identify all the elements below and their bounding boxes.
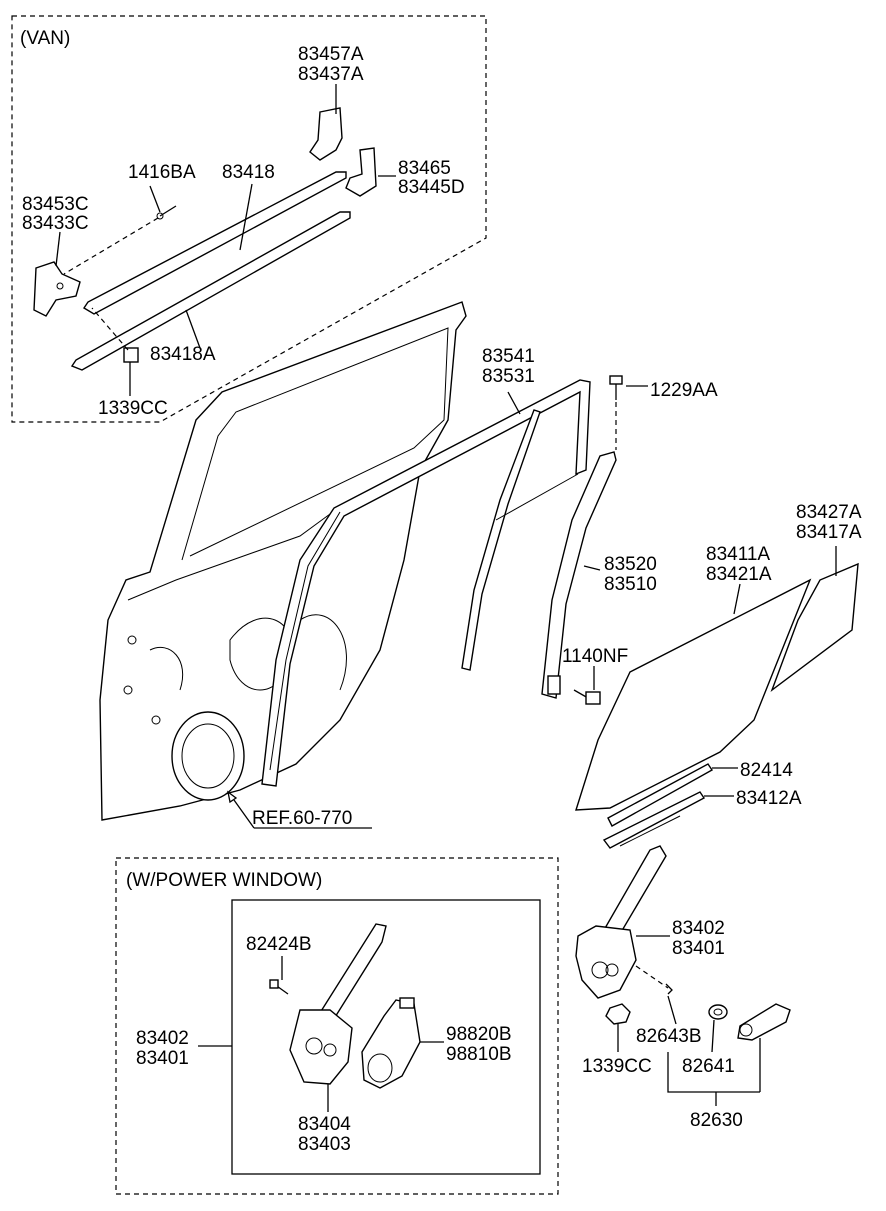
label-83404: 83404 <box>298 1114 351 1135</box>
label-1339cc-top: 1339CC <box>98 398 168 419</box>
quarter-glass-83427a: 83427A 83417A <box>770 502 862 692</box>
bracket-left <box>33 261 81 317</box>
label-83421a: 83421A <box>706 564 772 585</box>
label-83417a: 83417A <box>796 522 862 543</box>
door-glass-83411a: 83411A 83421A <box>575 544 812 811</box>
label-83402: 83402 <box>672 918 725 939</box>
glass-channel-82414: 82414 <box>607 760 793 827</box>
label-83457a: 83457A <box>298 44 364 65</box>
label-83465: 83465 <box>398 158 451 179</box>
label-1339cc-bottom: 1339CC <box>582 1056 652 1077</box>
label-83418a: 83418A <box>150 344 216 365</box>
label-83411a: 83411A <box>706 544 770 565</box>
label-83427a: 83427A <box>796 502 862 523</box>
bracket-upper-1 <box>309 107 343 161</box>
bracket-upper-2 <box>345 147 377 197</box>
label-1229aa: 1229AA <box>650 380 718 401</box>
rod-83418 <box>83 171 347 315</box>
power-window-group-label: (W/POWER WINDOW) <box>126 870 322 891</box>
label-83403: 83403 <box>298 1134 351 1155</box>
label-83453c: 83453C <box>22 194 89 215</box>
label-ref: REF.60-770 <box>252 808 352 829</box>
window-handle <box>737 1003 791 1092</box>
van-group-label: (VAN) <box>20 28 70 49</box>
run-channel-83541: 83541 83531 <box>261 346 591 787</box>
label-82643b: 82643B <box>636 1026 702 1047</box>
rear-channel-83520: 83520 83510 <box>541 451 657 699</box>
glass-channel-83412a: 83412A <box>602 788 802 849</box>
bolt-1140nf: 1140NF <box>562 646 628 705</box>
rod-83418a <box>70 211 351 371</box>
clip-82643b: 82643B <box>635 965 702 1047</box>
label-1140nf: 1140NF <box>562 646 628 667</box>
nut-1339cc <box>123 347 139 363</box>
label-98810b: 98810B <box>446 1044 512 1065</box>
label-83437a: 83437A <box>298 64 364 85</box>
label-82414: 82414 <box>740 760 793 781</box>
label-83541: 83541 <box>482 346 535 367</box>
nut-1339cc-bottom: 1339CC <box>582 1003 652 1077</box>
label-83401: 83401 <box>672 938 725 959</box>
label-83401-pw: 83401 <box>136 1048 189 1069</box>
washer-82641: 82641 <box>682 1004 735 1077</box>
label-83433c: 83433C <box>22 213 89 234</box>
label-82641: 82641 <box>682 1056 735 1077</box>
label-98820b: 98820B <box>446 1024 512 1045</box>
van-group: (VAN) 83457A 83437A 1416BA 83418 83465 8… <box>11 15 487 423</box>
label-83402-pw: 83402 <box>136 1028 189 1049</box>
label-83412a: 83412A <box>736 788 802 809</box>
door-panel <box>99 301 467 821</box>
label-82630: 82630 <box>690 1110 743 1131</box>
label-83445d: 83445D <box>398 177 465 198</box>
label-1416ba: 1416BA <box>128 162 196 183</box>
manual-regulator-83402: 83402 83401 <box>575 845 725 999</box>
label-83418: 83418 <box>222 162 275 183</box>
power-window-group: (W/POWER WINDOW) 82424B 83402 83401 9882… <box>115 857 559 1195</box>
label-82424b: 82424B <box>246 934 312 955</box>
label-83510: 83510 <box>604 574 657 595</box>
label-83520: 83520 <box>604 554 657 575</box>
screw-1229aa: 1229AA <box>609 375 718 450</box>
label-83531: 83531 <box>482 366 535 387</box>
